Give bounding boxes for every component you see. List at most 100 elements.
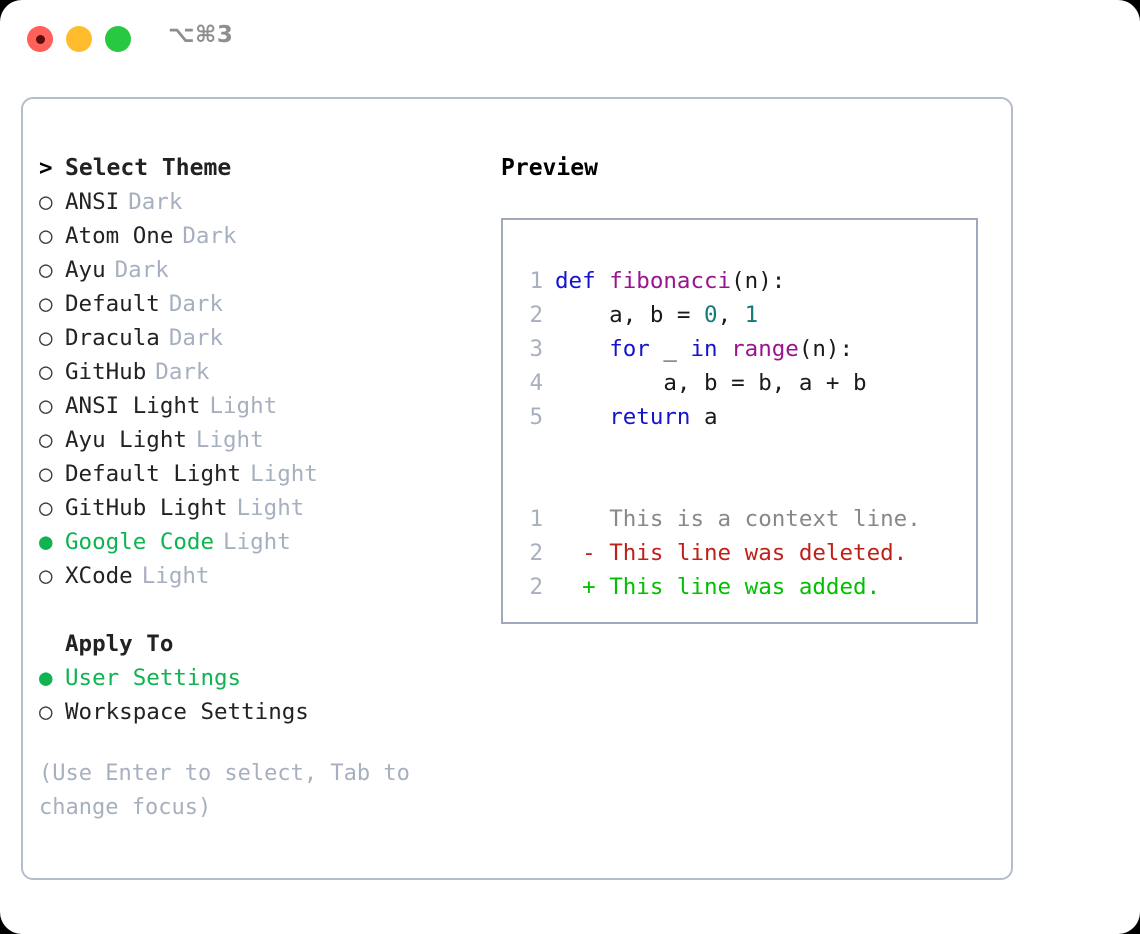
radio-selected-icon: ● xyxy=(39,665,53,691)
theme-variant-badge: Light xyxy=(141,563,210,589)
theme-variant-badge: Dark xyxy=(168,291,224,317)
keyboard-hint: (Use Enter to select, Tab to change focu… xyxy=(39,761,410,820)
theme-name: Ayu xyxy=(65,257,106,283)
code-token: def xyxy=(555,268,610,294)
radio-unselected-icon: ○ xyxy=(39,291,53,317)
code-line: 4 a, b = b, a + b xyxy=(519,366,976,400)
theme-variant-badge: Light xyxy=(223,529,291,555)
code-token: range xyxy=(731,336,799,362)
theme-list-header: > Select Theme xyxy=(39,151,489,185)
radio-unselected-icon: ○ xyxy=(39,393,53,419)
theme-variant-badge: Light xyxy=(250,461,318,487)
theme-name: ANSI xyxy=(65,189,120,215)
code-line: 5 return a xyxy=(519,400,976,434)
section-spacer xyxy=(39,593,489,627)
zoom-button[interactable] xyxy=(105,26,131,52)
code-token xyxy=(718,336,732,362)
code-token: a, b = xyxy=(555,302,705,328)
line-number: 1 xyxy=(529,506,543,532)
radio-unselected-icon: ○ xyxy=(39,427,53,453)
code-token: return xyxy=(609,404,691,430)
code-token: (n): xyxy=(731,268,786,294)
traffic-light-group xyxy=(27,26,131,52)
theme-name: Dracula xyxy=(65,325,160,351)
theme-variant-badge: Dark xyxy=(155,359,210,385)
theme-list-item[interactable]: ○ Ayu Dark xyxy=(39,253,489,287)
diff-line: 1 This is a context line. xyxy=(519,502,976,536)
theme-name: GitHub Light xyxy=(65,495,228,521)
theme-list-item[interactable]: ○ ANSI Light Light xyxy=(39,389,489,423)
theme-list-item[interactable]: ○ XCode Light xyxy=(39,559,489,593)
code-token: for xyxy=(609,336,650,362)
radio-unselected-icon: ○ xyxy=(39,223,53,249)
code-token: a, b = b, a + b xyxy=(555,370,867,396)
keyboard-shortcut-label: ⌥⌘3 xyxy=(168,22,234,48)
diff-text: This line was added. xyxy=(609,574,881,600)
line-number: 2 xyxy=(529,574,543,600)
apply-to-title: Apply To xyxy=(65,631,174,657)
minimize-button[interactable] xyxy=(66,26,92,52)
apply-to-list: ● User Settings ○Workspace Settings xyxy=(39,661,489,729)
theme-list-item[interactable]: ○ Default Light Light xyxy=(39,457,489,491)
theme-name: XCode xyxy=(65,563,133,589)
theme-name: Ayu Light xyxy=(65,427,187,453)
diff-line: 2 - This line was deleted. xyxy=(519,536,976,570)
radio-unselected-icon: ○ xyxy=(39,461,53,487)
theme-list-item[interactable]: ○ Default Dark xyxy=(39,287,489,321)
radio-unselected-icon: ○ xyxy=(39,189,53,215)
apply-to-label: User Settings xyxy=(65,665,242,691)
theme-name: Default xyxy=(65,291,160,317)
code-token: _ xyxy=(649,336,691,362)
theme-variant-badge: Light xyxy=(209,393,278,419)
line-number: 2 xyxy=(529,540,543,566)
radio-unselected-icon: ○ xyxy=(39,257,53,283)
code-token: , xyxy=(717,302,745,328)
caret-icon: > xyxy=(39,155,53,181)
radio-unselected-icon: ○ xyxy=(39,359,53,385)
code-diff-spacer-2 xyxy=(519,468,976,502)
theme-list-item[interactable]: ○ GitHub Dark xyxy=(39,355,489,389)
code-token: fibonacci xyxy=(609,268,732,294)
theme-name: GitHub xyxy=(65,359,147,385)
code-token xyxy=(555,336,609,362)
theme-list-title: Select Theme xyxy=(65,155,232,181)
line-number: 4 xyxy=(529,370,543,396)
close-button[interactable] xyxy=(27,26,53,52)
apply-to-item[interactable]: ○Workspace Settings xyxy=(39,695,489,729)
theme-name: Google Code xyxy=(65,529,215,555)
apply-to-item[interactable]: ● User Settings xyxy=(39,661,489,695)
code-token: (n): xyxy=(798,336,854,362)
diff-sign: - xyxy=(555,540,610,566)
theme-name: Default Light xyxy=(65,461,242,487)
diff-sign xyxy=(555,506,609,532)
radio-selected-icon: ● xyxy=(39,529,53,555)
radio-unselected-icon: ○ xyxy=(39,699,53,725)
theme-variant-badge: Light xyxy=(236,495,305,521)
radio-unselected-icon: ○ xyxy=(39,325,53,351)
diff-sign: + xyxy=(555,574,610,600)
theme-list-item[interactable]: ● Google Code Light xyxy=(39,525,489,559)
code-line: 2 a, b = 0, 1 xyxy=(519,298,976,332)
theme-variant-badge: Dark xyxy=(114,257,169,283)
theme-variant-badge: Dark xyxy=(168,325,224,351)
diff-text: This line was deleted. xyxy=(609,540,908,566)
diff-text: This is a context line. xyxy=(609,506,921,532)
theme-name: ANSI Light xyxy=(65,393,201,419)
line-number: 3 xyxy=(529,336,543,362)
radio-unselected-icon: ○ xyxy=(39,563,53,589)
code-token: 1 xyxy=(744,302,759,328)
apply-to-marker-spacer: ○ xyxy=(39,627,65,661)
code-token: a xyxy=(690,404,718,430)
code-line: 3 for _ in range(n): xyxy=(519,332,976,366)
theme-list-item[interactable]: ○ Dracula Dark xyxy=(39,321,489,355)
